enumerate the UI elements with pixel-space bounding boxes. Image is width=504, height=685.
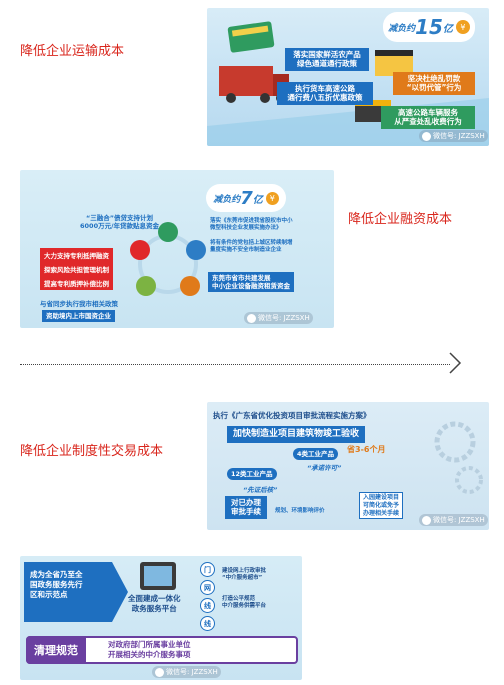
finance-right-top: 落实《东莞市促进我省股权市中小 微型科技企业发展实施办法》 [210,218,293,232]
institutional-left-btn: 对已办理 审批手续 [225,496,267,519]
institutional-header: 执行《广东省优化投资项目审批流程实施方案》 [213,411,371,420]
institutional-mid-text: 规划、环境影响评价 [275,508,325,514]
finance-left-item-1: 大力支持专利抵押融资 [40,248,113,262]
service-right-item-1: 建设网上行政审批 “中介服务超市” [222,568,267,582]
transport-savings-badge: 减负约 15 亿 ¥ [383,12,475,42]
circle-label: 线 [200,598,215,613]
watermark: 微信号: JZZSXH [244,312,313,324]
badge-unit: 亿 [252,194,263,206]
badge-prefix: 减负约 [213,194,241,205]
watermark: 微信号: JZZSXH [152,666,221,678]
class4-label: 4类工业产品 [293,448,339,461]
finance-bottom-box: 资助境内上市国资企业 [42,310,115,323]
circle-label: 线 [200,616,215,631]
watermark: 微信号: JZZSXH [419,130,488,142]
watermark: 微信号: JZZSXH [419,514,488,526]
transport-item-2: 执行货车高速公路 通行费八五折优惠政策 [277,82,373,105]
chevron-right-icon [449,352,462,374]
section-title-institutional: 降低企业制度性交易成本 [20,444,164,459]
money-bag-icon: ¥ [455,20,470,34]
months-label: 省3-6个月 [347,445,386,454]
finance-wheel [130,222,206,296]
finance-left-item-3: 提高专利质押补偿比例 [40,276,113,290]
badge-prefix: 减负约 [388,23,416,34]
section-title-transport: 降低企业运输成本 [20,44,125,59]
finance-savings-badge: 减负约 7 亿 ¥ [206,184,286,212]
service-circles: 门 网 线 线 [200,562,216,631]
badge-number: 7 [240,187,253,209]
circle-label: 网 [200,580,215,595]
service-arrow-shape [24,562,176,622]
circle-label: 门 [200,562,215,577]
clean-label: 清理规范 [26,636,86,664]
finance-right-bottom: 东莞市省市共建发展 中小企业设备融资租赁资金 [208,272,294,293]
wechat-icon [422,131,431,141]
service-right-item-2: 打造公平规范 中介服务供需平台 [222,596,267,610]
institutional-panel: 执行《广东省优化投资项目审批流程实施方案》 加快制造业项目建筑物竣工验收 4类工… [207,402,489,530]
finance-bottom-line: 与省同步执行我市相关政策 [40,300,118,308]
institutional-right-box: 入园建设项目 可简化或免予 办理相关手续 [359,492,404,520]
finance-right-mid: 将有条件的党包括上城区转续制增 量度实施不安全市制造业企业 [210,240,293,254]
clean-text: 对政府部门所属事业单位 开展相关的中介服务事项 [108,640,191,660]
first-cert-label: “先证后核” [243,486,278,494]
promise-label: “承诺许可” [307,464,342,472]
finance-left-item-2: 探索风险共担管理机制 [40,262,113,276]
wechat-icon [247,313,256,323]
transport-panel: 减负约 15 亿 ¥ 落实国家鲜活农产品 绿色通道通行政策 执行货车高速公路 通… [207,8,489,146]
transport-item-4: 高速公路车辆服务 从严查处乱收费行为 [381,106,475,129]
badge-number: 15 [415,15,443,39]
clean-box: 清理规范 对政府部门所属事业单位 开展相关的中介服务事项 [26,636,298,664]
section-divider [20,364,450,365]
institutional-main-box: 加快制造业项目建筑物竣工验收 [227,426,366,444]
gears-illustration [434,421,483,494]
transport-item-3: 坚决杜绝乱罚款 “以罚代管”行为 [393,72,475,95]
service-panel: 成为全省乃至全 国政务服务先行 区和示范点 全面建成一体化 政务服务平台 门 网… [20,556,302,680]
finance-top-left: “三融合”债贷支持计划 6000万元/年贷款贴息资金 [80,214,159,231]
wechat-icon [155,667,164,677]
wechat-icon [422,515,431,525]
money-bag-icon: ¥ [265,191,279,205]
class12-label: 12类工业产品 [227,468,277,481]
service-arrow-text: 成为全省乃至全 国政务服务先行 区和示范点 [30,570,83,600]
badge-unit: 亿 [442,23,453,35]
section-title-finance: 降低企业融资成本 [348,212,453,227]
finance-panel: 减负约 7 亿 ¥ “三融合”债贷支持计划 6000万元/年贷款贴息资金 大力支… [20,170,334,328]
service-platform: 全面建成一体化 政务服务平台 [128,594,181,613]
transport-item-1: 落实国家鲜活农产品 绿色通道通行政策 [285,48,369,71]
